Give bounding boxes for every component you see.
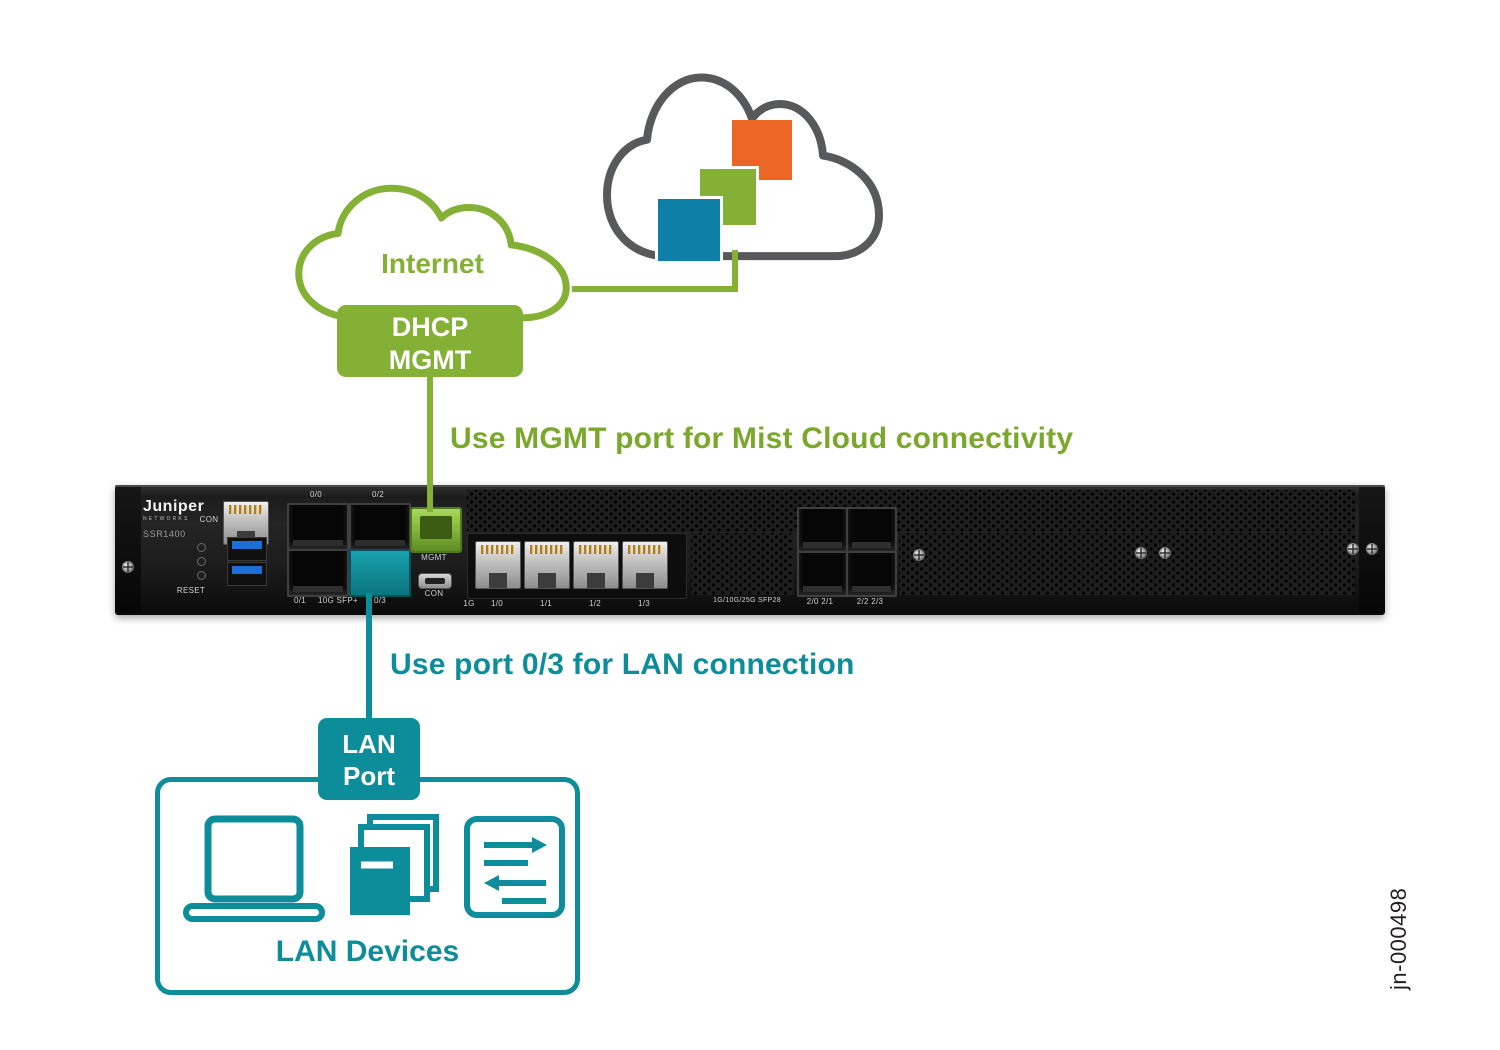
sfp28-port-2-1 <box>846 507 897 553</box>
vent-top-strip <box>467 490 1355 532</box>
laptop-icon <box>183 815 325 922</box>
lan-port-line2: Port <box>343 760 395 791</box>
rj-label-1-0: 1/0 <box>490 599 504 608</box>
power-led <box>197 543 206 552</box>
sfp28-port-2-3 <box>846 551 897 597</box>
figure-id-watermark: jn-000498 <box>1386 887 1411 991</box>
lan-devices-icons <box>183 814 565 922</box>
sfp-label-0-2: 0/2 <box>371 490 385 499</box>
internet-label: Internet <box>381 248 484 279</box>
status-led <box>197 557 206 566</box>
mgmt-label: MGMT <box>421 553 447 562</box>
sfp-port-0-3-lan <box>349 549 411 597</box>
rj-group-label: 1G <box>463 599 475 608</box>
rj-label-1-1: 1/1 <box>539 599 553 608</box>
dhcp-mgmt-badge: DHCP MGMT <box>337 305 523 377</box>
ssr1400-appliance: Juniper NETWORKS SSR1400 CON RESET 0/0 0… <box>115 485 1385 615</box>
internet-cloud <box>285 172 580 335</box>
screw <box>122 561 134 573</box>
mist-logo-blue-square <box>655 196 723 264</box>
mgmt-port <box>410 507 462 553</box>
mgmt-note: Use MGMT port for Mist Cloud connectivit… <box>450 422 1074 455</box>
console-label: CON <box>199 515 219 524</box>
brand-sub: NETWORKS <box>143 516 190 522</box>
screw <box>913 549 925 561</box>
screw <box>1159 547 1171 559</box>
sfp28-bottom-labels: 2/2 2/3 <box>856 597 884 606</box>
screw <box>1135 547 1147 559</box>
dhcp-badge-line2: MGMT <box>388 344 472 375</box>
lan-devices-box <box>155 777 580 995</box>
brand-name: Juniper <box>143 498 205 515</box>
rj45-port-1-3 <box>622 541 668 589</box>
screw <box>1347 543 1359 555</box>
disk-led <box>197 571 206 580</box>
rack-ear-left <box>115 487 141 613</box>
lan-devices-label: LAN Devices <box>275 935 460 968</box>
rj-label-1-2: 1/2 <box>588 599 602 608</box>
internet-to-mist-connector-horizontal <box>572 286 738 292</box>
model-label: SSR1400 <box>143 529 186 539</box>
mini-console-label: CON <box>424 589 444 598</box>
sfp-label-0-1: 0/1 <box>293 596 307 605</box>
documents-icon <box>350 814 439 915</box>
reset-label: RESET <box>176 586 206 595</box>
lan-port-badge: LAN Port <box>318 718 420 800</box>
sfp28-port-2-2 <box>797 551 848 597</box>
screw <box>1366 543 1378 555</box>
mini-usb-console-port <box>418 573 452 589</box>
rj45-port-1-1 <box>524 541 570 589</box>
rj45-port-1-0 <box>475 541 521 589</box>
port03-to-lan-line <box>366 593 372 723</box>
sfp28-port-2-0 <box>797 507 848 553</box>
sfp-label-0-0: 0/0 <box>309 490 323 499</box>
sfp-port-0-2 <box>349 503 411 551</box>
sfp-group-label: 10G SFP+ <box>318 596 358 605</box>
lan-note: Use port 0/3 for LAN connection <box>390 648 855 681</box>
dhcp-to-mgmt-line <box>427 375 433 512</box>
dhcp-badge-line1: DHCP <box>391 312 469 342</box>
sfp-port-0-0 <box>287 503 349 551</box>
usb-port-bottom <box>227 562 267 586</box>
rj-label-1-3: 1/3 <box>637 599 651 608</box>
rj45-port-1-2 <box>573 541 619 589</box>
switch-icon <box>464 816 565 918</box>
sfp28-group-label: 1G/10G/25G SFP28 <box>713 597 781 604</box>
sfp28-top-labels: 2/0 2/1 <box>806 597 834 606</box>
vent-mid-block <box>691 533 793 595</box>
sfp-port-0-1 <box>287 549 349 597</box>
internet-to-mist-connector-vertical <box>732 250 738 290</box>
sfp-label-0-3: 0/3 <box>373 596 387 605</box>
internet-cloud-shape <box>299 188 566 317</box>
vent-right-block <box>899 533 1355 595</box>
usb-port-top <box>227 537 267 561</box>
brand-block: Juniper NETWORKS SSR1400 <box>143 498 205 540</box>
lan-port-line1: LAN <box>342 729 396 759</box>
